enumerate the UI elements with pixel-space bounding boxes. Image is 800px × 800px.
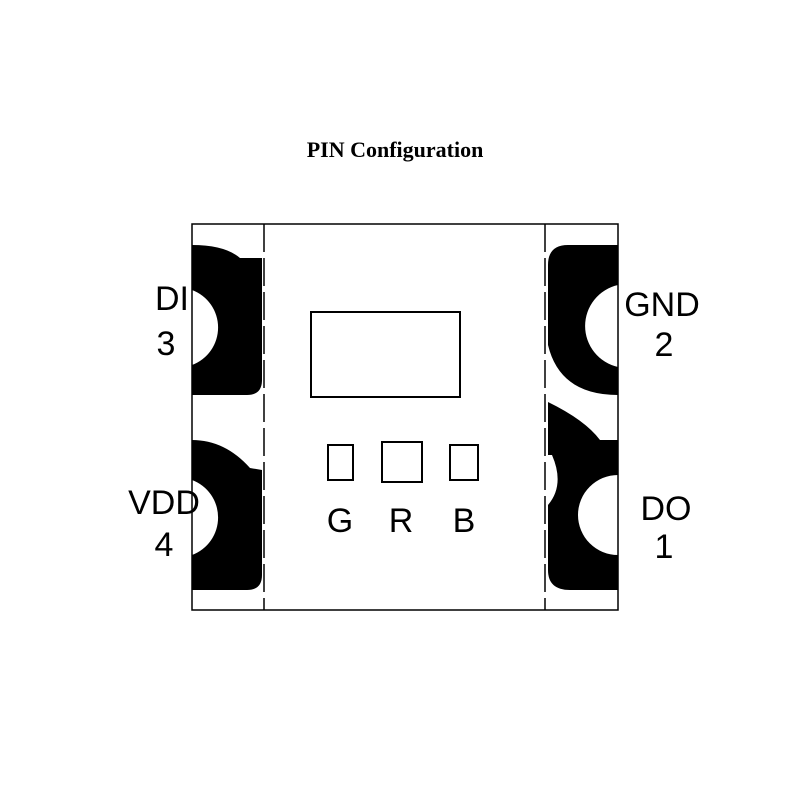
pin-name-gnd: GND xyxy=(624,286,700,324)
led-label-g: G xyxy=(327,502,353,540)
pad-3-di xyxy=(192,245,262,395)
pin-number-4: 4 xyxy=(155,526,174,564)
pin-name-di: DI xyxy=(155,280,189,318)
led-label-r: R xyxy=(389,502,414,540)
led-label-b: B xyxy=(453,502,476,540)
pin-number-1: 1 xyxy=(655,528,674,566)
pin-name-do: DO xyxy=(641,490,692,528)
pad-2-gnd xyxy=(548,245,618,395)
led-g xyxy=(327,444,354,481)
led-r xyxy=(381,441,423,483)
ic-chip xyxy=(310,311,461,398)
led-b xyxy=(449,444,479,481)
pad-4-vdd xyxy=(192,440,262,590)
pin-number-3: 3 xyxy=(157,325,176,363)
diagram-title: PIN Configuration xyxy=(307,137,484,162)
package-outline xyxy=(191,223,619,611)
pad-1-do xyxy=(548,402,618,590)
pin-number-2: 2 xyxy=(655,326,674,364)
pin-name-vdd: VDD xyxy=(128,484,200,522)
